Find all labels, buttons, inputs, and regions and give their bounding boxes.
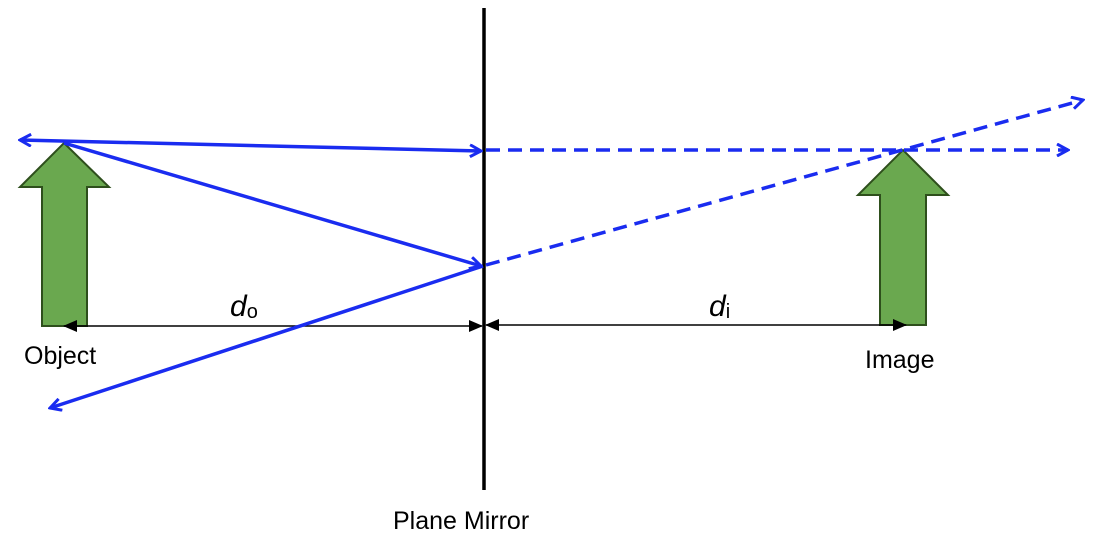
ray-reflected-virtual (485, 100, 1083, 267)
ray-incident (63, 141, 481, 266)
object-arrow (17, 141, 112, 327)
image-arrow (855, 148, 951, 326)
mirror-label: Plane Mirror (393, 507, 530, 535)
ray-reflected (50, 264, 484, 408)
image-label: Image (865, 346, 935, 374)
image-distance-label: di (709, 290, 731, 323)
object-distance-label: do (230, 290, 258, 323)
object-label: Object (24, 342, 97, 370)
ray-horizontal (20, 140, 481, 151)
